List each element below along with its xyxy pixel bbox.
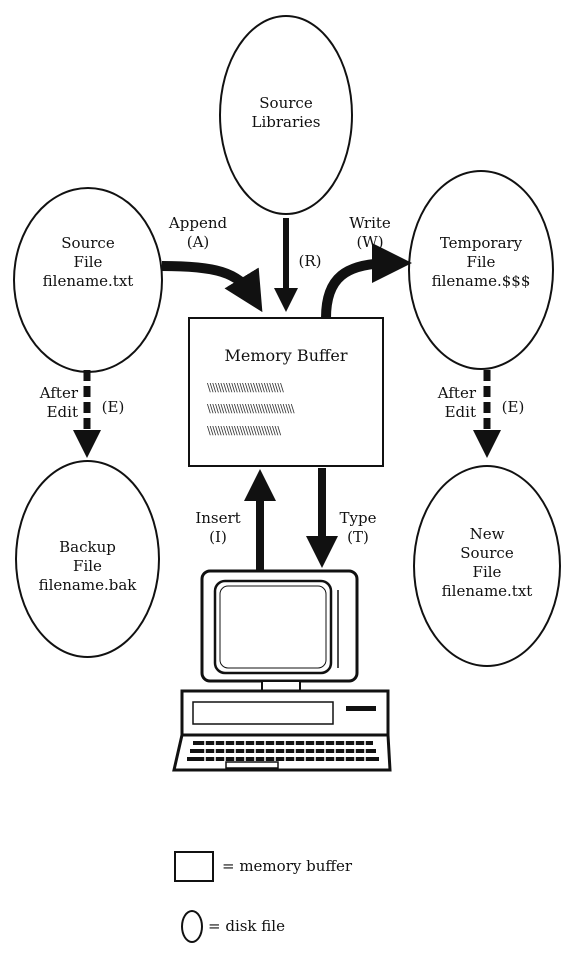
computer-terminal-icon xyxy=(172,569,392,772)
memory-buffer-label: Memory Buffer xyxy=(224,346,348,365)
buffer-text-line: \\\\\\\\\\\\\\\\\\\\\\\\\\\ xyxy=(207,424,281,437)
new-source-file-node xyxy=(413,465,561,667)
insert-label: Insert (I) xyxy=(195,509,241,546)
backup-file-label: Backup File filename.bak xyxy=(38,538,137,594)
after-edit-left-label: After Edit xyxy=(39,384,78,421)
source-file-label: Source File filename.txt xyxy=(42,234,134,290)
memory-buffer-node xyxy=(188,317,384,467)
append-label: Append (A) xyxy=(168,214,228,251)
legend: = memory buffer = disk file xyxy=(168,845,428,945)
write-arrow xyxy=(321,243,412,319)
source-file-node xyxy=(13,187,163,373)
after-edit-right-label: After Edit xyxy=(437,384,476,421)
legend-ellipse-swatch xyxy=(181,910,203,943)
new-source-file-label: New Source File filename.txt xyxy=(441,525,533,600)
buffer-text-line: \\\\\\\\\\\\\\\\\\\\\\\\\\\\\\\\ xyxy=(207,402,295,415)
temporary-file-label: Temporary File filename.$$$ xyxy=(431,234,531,290)
source-libraries-node xyxy=(219,15,353,215)
append-arrow xyxy=(161,261,263,313)
read-label: (R) xyxy=(298,252,322,270)
write-label: Write (W) xyxy=(349,214,391,251)
source-libraries-label: Source Libraries xyxy=(251,94,321,131)
buffer-text-line: \\\\\\\\\\\\\\\\\\\\\\\\\\\\ xyxy=(207,381,284,394)
legend-memory-buffer-text: = memory buffer xyxy=(222,857,353,875)
after-edit-left-code: (E) xyxy=(101,398,125,416)
legend-rectangle-swatch xyxy=(174,851,214,882)
temporary-file-node xyxy=(408,170,554,370)
backup-file-node xyxy=(15,460,160,658)
type-label: Type (T) xyxy=(339,509,377,546)
after-edit-right-code: (E) xyxy=(501,398,525,416)
legend-disk-file-text: = disk file xyxy=(208,917,285,935)
